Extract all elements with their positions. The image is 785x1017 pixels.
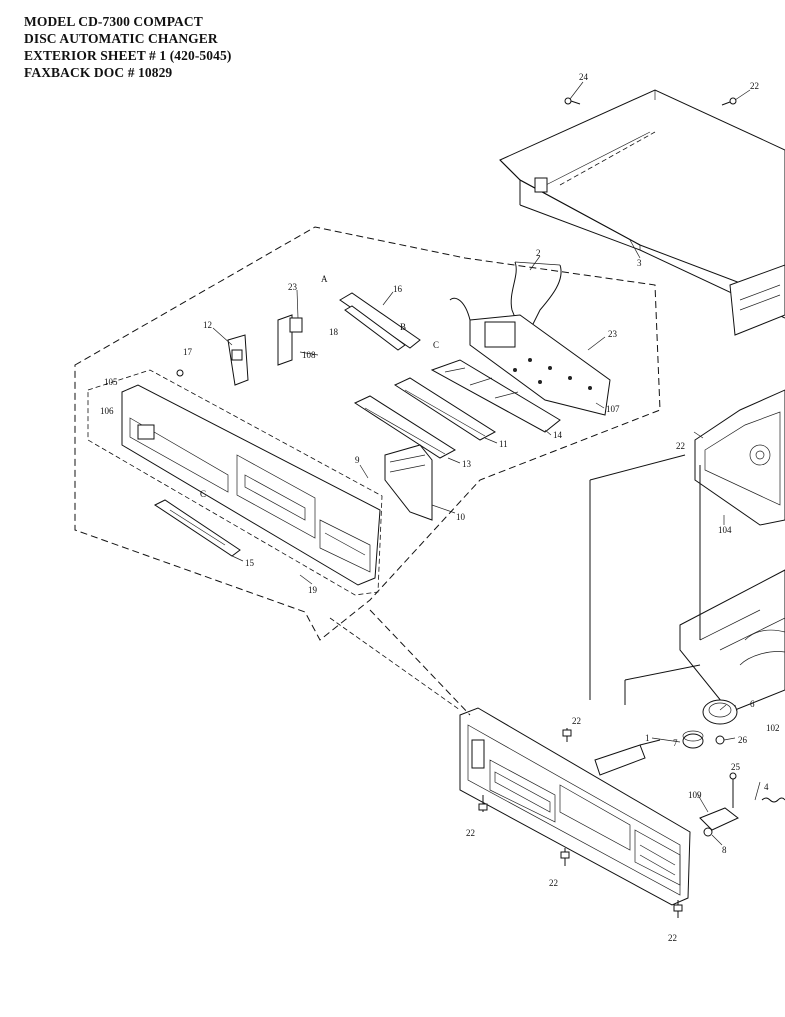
bracket-part (277, 314, 303, 366)
document-header: MODEL CD-7300 COMPACT DISC AUTOMATIC CHA… (24, 13, 231, 81)
callout-23-right: 23 (608, 329, 618, 339)
screw-bottom-mid-icon (560, 848, 570, 866)
callout-4: 4 (764, 782, 769, 792)
callout-6: 6 (750, 699, 755, 709)
callout-22-mid: 22 (549, 878, 558, 888)
callout-1: 1 (645, 733, 650, 743)
callout-102: 102 (766, 723, 780, 733)
screw-bottom-right-icon (673, 900, 683, 918)
explode-guide-line (369, 609, 471, 716)
chassis-side-right (729, 264, 785, 336)
callout-23: 23 (288, 282, 298, 292)
front-panel-outline (87, 369, 383, 596)
callout-9: 9 (355, 455, 360, 465)
callout-12: 12 (203, 320, 212, 330)
switch-part (699, 807, 739, 837)
leader-lines (212, 81, 761, 846)
chassis-guide-line (589, 454, 686, 481)
callout-14: 14 (553, 430, 563, 440)
screw-bottom-left-icon (478, 795, 488, 812)
header-faxback-line: FAXBACK DOC # 10829 (24, 65, 173, 80)
top-cover-part (499, 89, 785, 319)
callout-22: 22 (750, 81, 759, 91)
callout-B: B (400, 322, 406, 332)
chassis-frame-part (679, 569, 785, 713)
screw-17-icon (176, 369, 184, 377)
callout-labels: 24 22 3 2 16 23 A B C 18 12 108 23 17 10… (100, 72, 780, 943)
callout-3: 3 (637, 258, 642, 268)
screw-top-left-icon (564, 97, 581, 105)
callout-17: 17 (183, 347, 193, 357)
callout-104: 104 (718, 525, 732, 535)
ribbon-cable-part (594, 739, 661, 776)
header-sheet-line: EXTERIOR SHEET # 1 (420-5045) (24, 48, 232, 63)
header-model-line: MODEL CD-7300 COMPACT (24, 14, 203, 29)
screw-front-top-icon (562, 728, 572, 742)
callout-106: 106 (100, 406, 114, 416)
callout-C: C (433, 340, 439, 350)
callout-109: 109 (688, 790, 702, 800)
subassembly-boundary (74, 226, 661, 641)
button-bar-part (393, 377, 496, 441)
callout-8: 8 (722, 845, 727, 855)
callout-26: 26 (738, 735, 748, 745)
callout-22-right: 22 (676, 441, 685, 451)
pcb-part (449, 297, 611, 416)
pulley-part (682, 730, 704, 749)
callout-22-front: 22 (572, 716, 581, 726)
button-strip-part (430, 359, 561, 433)
callout-10: 10 (456, 512, 466, 522)
mechanism-part (694, 389, 785, 526)
callout-22-bottom: 22 (668, 933, 677, 943)
screw-25-icon (729, 772, 737, 808)
callout-107: 107 (606, 404, 620, 414)
assembled-front-panel (459, 707, 691, 906)
screw-top-right-icon (721, 97, 737, 106)
callout-7: 7 (673, 738, 678, 748)
callout-19: 19 (308, 585, 318, 595)
front-panel-part (121, 384, 381, 586)
display-window-part (154, 499, 241, 557)
callout-2: 2 (536, 248, 541, 258)
callout-13: 13 (462, 459, 472, 469)
callout-C-lower: C (200, 489, 206, 499)
key-bar-part (353, 395, 456, 459)
motor-part (702, 699, 738, 725)
callout-18: 18 (329, 327, 339, 337)
holder-bracket-part (339, 292, 421, 351)
spring-part (761, 797, 785, 803)
chassis-guide-line (624, 664, 701, 681)
flat-cable-part (510, 261, 562, 331)
header-description-line: DISC AUTOMATIC CHANGER (24, 31, 218, 46)
callout-22-left: 22 (466, 828, 475, 838)
callout-A: A (321, 274, 328, 284)
callout-108: 108 (302, 350, 316, 360)
callout-25: 25 (731, 762, 741, 772)
screw-26-icon (715, 735, 725, 745)
callout-24: 24 (579, 72, 589, 82)
holder-part (384, 444, 433, 521)
callout-105: 105 (104, 377, 118, 387)
explode-guide-line (329, 617, 461, 711)
callout-15: 15 (245, 558, 255, 568)
callout-16: 16 (393, 284, 403, 294)
lever-part (227, 334, 249, 386)
callout-11: 11 (499, 439, 508, 449)
